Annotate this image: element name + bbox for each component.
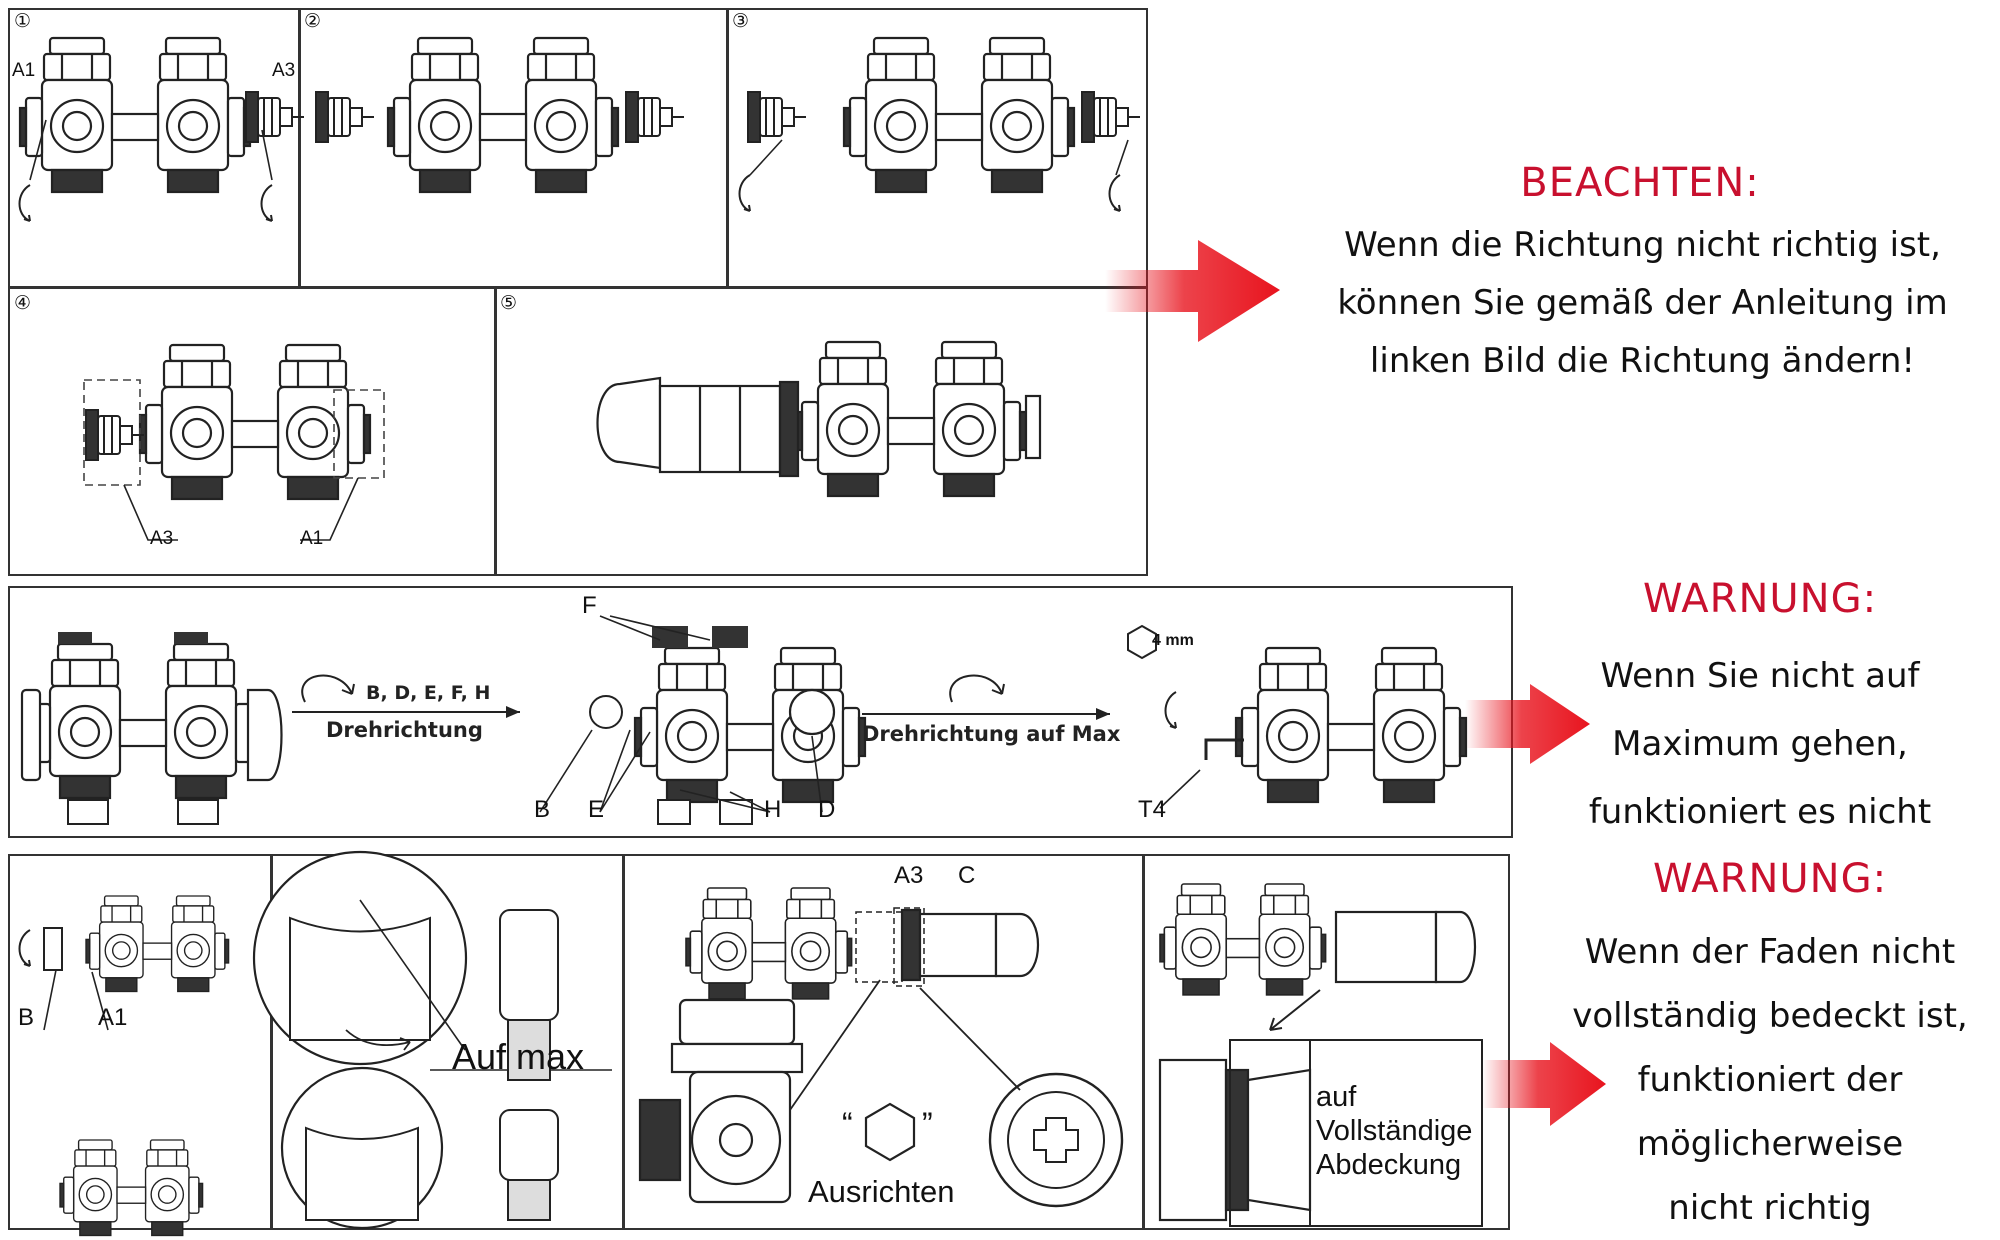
step-4-label: ④	[14, 292, 32, 314]
arrow1-caption: Drehrichtung	[326, 718, 483, 742]
divider	[494, 286, 497, 576]
label-a3: A3	[150, 528, 174, 549]
note-line: funktioniert der	[1637, 1060, 1903, 1100]
note-line: linken Bild die Richtung ändern!	[1369, 341, 1916, 381]
cover-text: auf Vollständige Abdeckung	[1316, 1080, 1472, 1182]
hex-quote-open: “	[842, 1106, 853, 1142]
step-1-label: ①	[14, 10, 32, 32]
hex-size-label: 4 mm	[1152, 632, 1194, 649]
warnung-text: Wenn der Faden nicht vollständig bedeckt…	[1540, 920, 2000, 1240]
note-line: Maximum gehen,	[1612, 724, 1908, 764]
beachten-title: BEACHTEN:	[1520, 160, 1760, 206]
step-5-label: ⑤	[500, 292, 518, 314]
auf-max-label: Auf max	[452, 1036, 585, 1077]
label-b: B	[534, 796, 551, 823]
label-d: D	[818, 796, 836, 823]
note-line: vollständig bedeckt ist,	[1572, 996, 1968, 1036]
label-t4: T4	[1138, 796, 1167, 823]
label-c: C	[958, 862, 976, 889]
label-a1: A1	[300, 528, 324, 549]
label-a1: A1	[12, 60, 36, 81]
divider	[270, 854, 273, 1230]
cover-text-line: Vollständige	[1316, 1115, 1473, 1147]
step-3-label: ③	[732, 10, 750, 32]
label-h: H	[764, 796, 782, 823]
label-b: B	[18, 1004, 35, 1031]
beachten-text: Wenn die Richtung nicht richtig ist, kön…	[1285, 216, 2000, 390]
ausrichten-label: Ausrichten	[808, 1174, 955, 1209]
cover-text-line: Abdeckung	[1316, 1149, 1462, 1181]
warnung-text: Wenn Sie nicht auf Maximum gehen, funkti…	[1520, 642, 2000, 846]
divider	[622, 854, 625, 1230]
cover-text-line: auf	[1316, 1081, 1357, 1113]
note-line: können Sie gemäß der Anleitung im	[1337, 283, 1948, 323]
note-line: nicht richtig	[1668, 1188, 1872, 1228]
arrow1-letters: B, D, E, F, H	[366, 682, 491, 704]
divider	[726, 8, 729, 288]
note-line: Wenn die Richtung nicht richtig ist,	[1344, 225, 1941, 265]
warnung-title: WARNUNG:	[1652, 856, 1888, 902]
label-a3: A3	[894, 862, 924, 889]
note-line: Wenn der Faden nicht	[1584, 932, 1956, 972]
step-2-label: ②	[304, 10, 322, 32]
label-a1: A1	[98, 1004, 128, 1031]
note-line: funktioniert es nicht	[1588, 792, 1932, 832]
warnung-title: WARNUNG:	[1642, 576, 1878, 622]
note-line: möglicherweise	[1636, 1124, 1904, 1164]
hex-quote-close: ”	[922, 1106, 933, 1142]
divider	[1142, 854, 1145, 1230]
label-a3: A3	[272, 60, 296, 81]
divider	[8, 286, 1148, 289]
divider	[298, 8, 301, 288]
label-f: F	[582, 592, 597, 619]
note-line: Wenn Sie nicht auf	[1600, 656, 1920, 696]
label-e: E	[588, 796, 605, 823]
arrow2-caption: Drehrichtung auf Max	[862, 722, 1121, 746]
